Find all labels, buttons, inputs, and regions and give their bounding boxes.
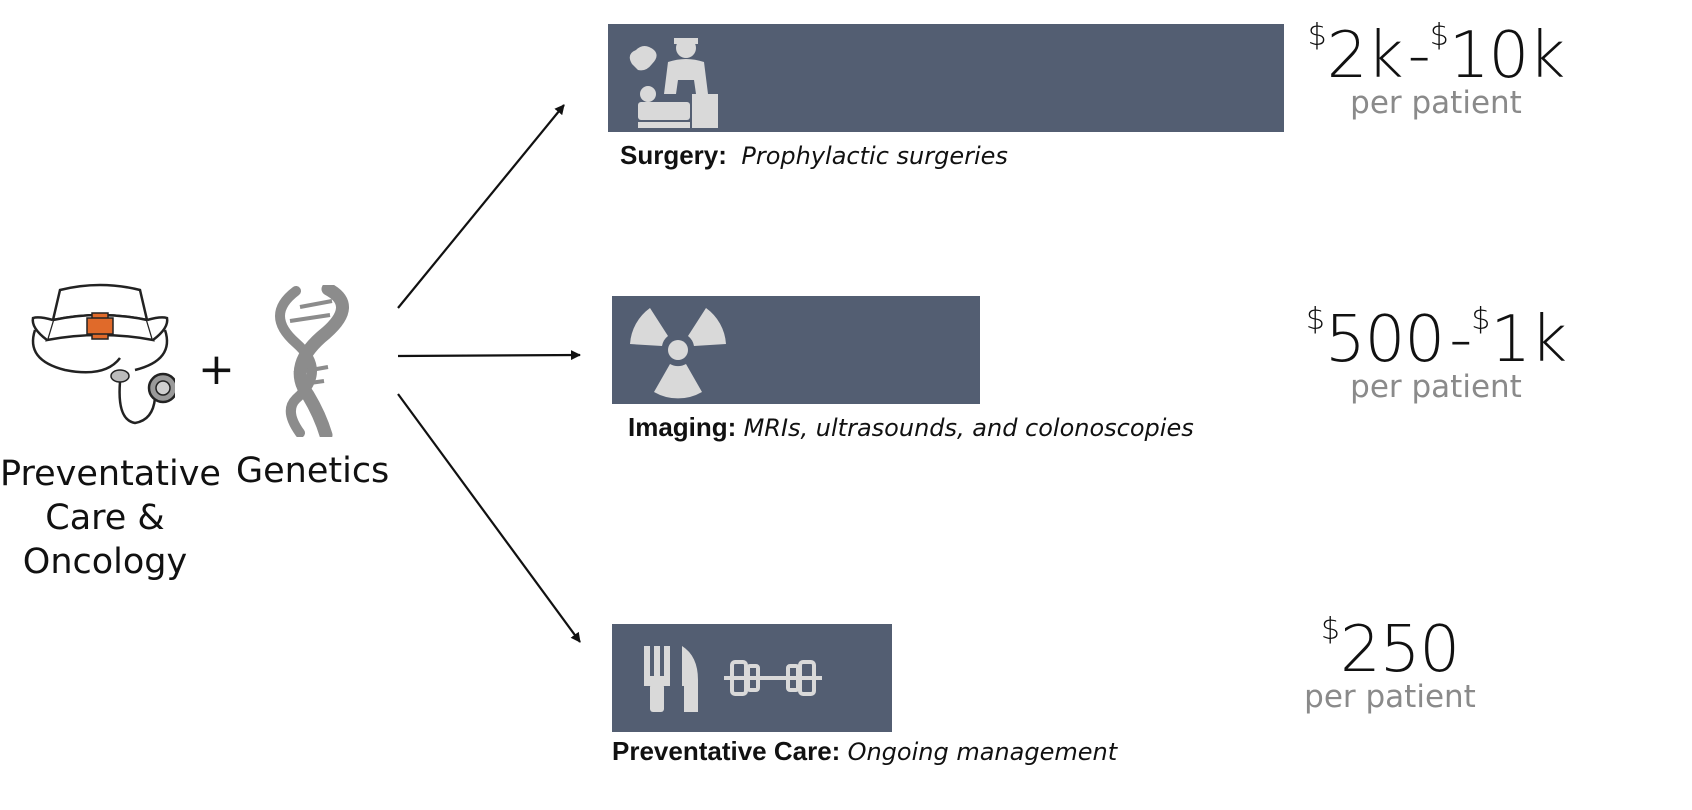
preventative-care-title: Preventative Care: — [612, 736, 841, 766]
nurse-stethoscope-icon — [31, 283, 175, 425]
imaging-price-from-currency: $ — [1305, 302, 1325, 337]
surgery-price-separator: - — [1407, 19, 1431, 93]
imaging-price-to-currency: $ — [1471, 302, 1491, 337]
plus-sign: + — [198, 344, 235, 395]
imaging-description: MRIs, ultrasounds, and colonoscopies — [743, 414, 1194, 442]
surgery-caption: Surgery: Prophylactic surgeries — [620, 140, 1008, 171]
oncology-caption-line-2: Care & — [45, 498, 165, 538]
arrow-to-imaging — [397, 350, 581, 361]
preventative-care-bar — [612, 624, 892, 732]
arrow-to-preventative-care — [397, 393, 581, 643]
surgeon-icon — [629, 38, 718, 128]
surgery-price-from: 2k — [1326, 19, 1404, 93]
surgery-title: Surgery: — [620, 140, 727, 170]
surgery-price: $2k -$10k per patient — [1296, 18, 1576, 121]
dumbbell-icon — [724, 660, 822, 696]
dna-helix-icon — [275, 285, 349, 437]
oncology-caption-line-3: Oncology — [22, 542, 188, 582]
imaging-price: $500 -$1k per patient — [1296, 302, 1576, 405]
surgery-price-unit: per patient — [1350, 85, 1522, 121]
imaging-price-separator: - — [1449, 303, 1472, 377]
preventative-care-price-currency: $ — [1320, 612, 1340, 647]
oncology-caption-line-1: Preventative — [0, 454, 221, 494]
imaging-caption: Imaging: MRIs, ultrasounds, and colonosc… — [628, 412, 1194, 443]
preventative-care-description: Ongoing management — [847, 738, 1118, 766]
preventative-care-price-unit: per patient — [1304, 679, 1476, 715]
preventative-care-price: $250 per patient — [1290, 612, 1490, 715]
imaging-price-from: 500 — [1324, 303, 1445, 377]
oncology-node: Preventative Care & Oncology — [0, 280, 221, 584]
surgery-price-to: 10k — [1448, 19, 1565, 93]
preventative-care-price-amount: 250 — [1339, 613, 1460, 687]
imaging-price-unit: per patient — [1350, 369, 1522, 405]
radiation-icon — [630, 308, 726, 399]
surgery-price-to-currency: $ — [1429, 18, 1449, 53]
surgery-description: Prophylactic surgeries — [741, 142, 1008, 170]
genetics-node: Genetics — [236, 285, 390, 493]
fork-knife-icon — [644, 646, 698, 712]
preventative-care-caption: Preventative Care: Ongoing management — [612, 736, 1117, 767]
surgery-price-from-currency: $ — [1307, 18, 1327, 53]
genetics-caption: Genetics — [236, 451, 390, 491]
imaging-title: Imaging: — [628, 412, 737, 442]
imaging-price-to: 1k — [1490, 303, 1567, 377]
imaging-bar — [612, 296, 980, 404]
surgery-bar — [608, 24, 1284, 132]
arrow-to-surgery — [397, 104, 565, 309]
